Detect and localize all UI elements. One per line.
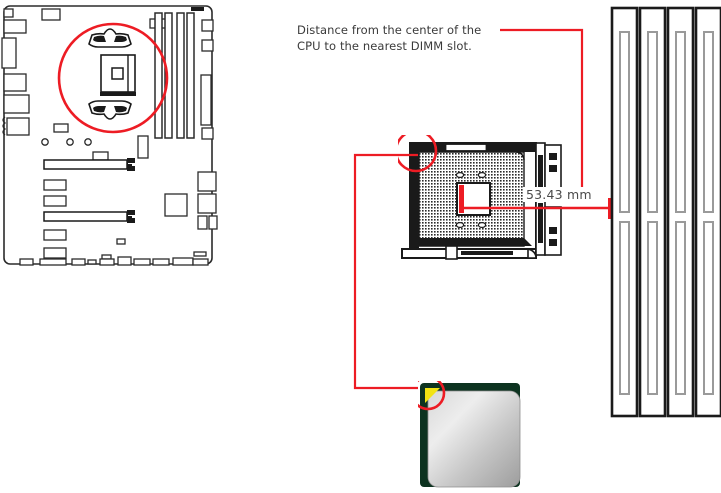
motherboard-illustration	[0, 0, 232, 285]
socket-center-mark	[111, 67, 124, 80]
dimm-slot	[638, 6, 667, 418]
dimm-bank-svg	[610, 6, 721, 418]
socket-bottom-corner	[524, 238, 532, 246]
socket-mount-holes	[455, 171, 487, 228]
cooler-bracket-bottom-shadow	[93, 106, 127, 113]
board-dimm-slots	[154, 12, 195, 139]
socket-plate-bar	[461, 251, 513, 255]
cooler-bracket-top	[88, 28, 132, 48]
standoff-holes	[41, 138, 92, 146]
dimm-slot	[610, 6, 639, 418]
socket-lever-hook	[527, 247, 537, 259]
caption-leader-line	[500, 28, 584, 190]
connector-polyline	[353, 153, 418, 390]
dimm-slot	[694, 6, 721, 418]
audio-jack-cluster-icon	[2, 116, 7, 136]
cpu-chip	[418, 381, 528, 493]
pcie-slot-2	[43, 210, 135, 223]
measurement-origin-tick	[459, 185, 464, 213]
socket-top-notch	[445, 144, 487, 151]
socket-corner-round	[515, 151, 525, 161]
socket-to-cpu-connector	[353, 153, 418, 390]
socket-left-rail	[410, 143, 419, 255]
motherboard-highlight-circle	[57, 22, 169, 134]
board-cpu-socket	[88, 28, 136, 120]
cpu-heat-spreader	[427, 390, 521, 488]
dimm-slot	[666, 6, 695, 418]
caption-text: Distance from the center of the CPU to t…	[297, 23, 482, 53]
m2-and-misc-slots	[43, 179, 188, 259]
mid-board-headers	[53, 123, 149, 161]
socket-plate-tab	[445, 245, 458, 260]
leader-polyline	[500, 28, 584, 190]
socket-pin1-highlight-circle	[398, 135, 438, 173]
pcie-slot-1	[43, 158, 135, 171]
cooler-bracket-top-shadow	[93, 35, 127, 42]
rear-io-ports	[1, 8, 30, 136]
right-edge-connectors	[197, 19, 218, 230]
dimm-slot-bank	[608, 6, 721, 420]
socket-base-bar	[100, 92, 136, 96]
cpu-pin1-triangle-icon	[425, 388, 440, 403]
motherboard-svg	[1, 5, 218, 266]
bottom-edge-headers	[19, 251, 209, 266]
socket-bottom-rail	[419, 238, 524, 246]
cooler-bracket-bottom	[88, 100, 132, 120]
cpu-chip-svg	[418, 381, 521, 488]
cpu-pin1-highlight-circle	[418, 381, 446, 411]
measurement-value-label: 53.43 mm	[523, 187, 595, 202]
top-right-connector	[191, 7, 204, 11]
